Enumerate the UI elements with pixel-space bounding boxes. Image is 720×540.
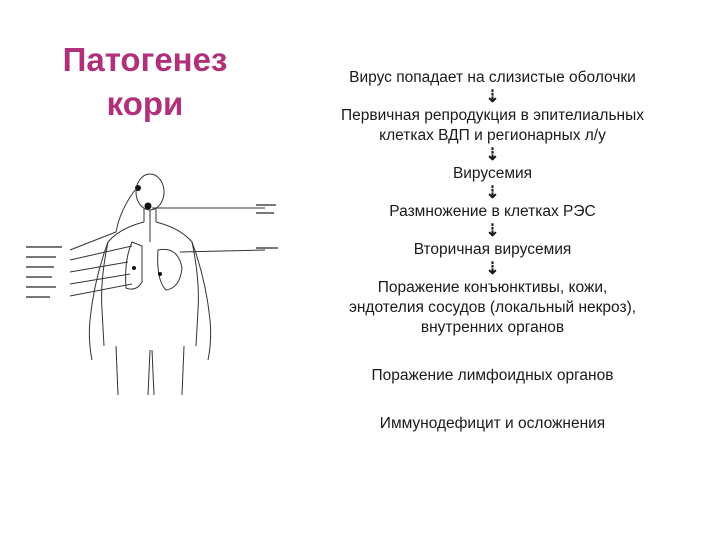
body-legs xyxy=(115,345,185,396)
body-heart xyxy=(157,248,183,291)
leader-line-left-2 xyxy=(69,245,133,261)
leader-line-right-2 xyxy=(179,249,266,253)
down-arrow-icon: ⇣ xyxy=(485,221,500,240)
leader-line-left-4 xyxy=(69,273,131,285)
down-arrow-icon: ⇣ xyxy=(485,259,500,278)
body-left-arm xyxy=(88,241,109,361)
point-mucosa xyxy=(135,185,141,191)
page-title: Патогенез кори xyxy=(40,38,250,126)
step-primary-replication-line1: Первичная репродукция в эпителиальных xyxy=(341,107,644,124)
body-neck xyxy=(143,208,157,222)
step-mucosa-entry: Вирус попадает на слизистые оболочки xyxy=(349,69,636,86)
step-secondary-viremia: Вторичная вирусемия xyxy=(413,241,572,258)
body-right-arm xyxy=(191,241,212,361)
step-lesion-line3: внутренних органов xyxy=(420,319,565,336)
step-immunodeficiency: Иммунодефицит и осложнения xyxy=(379,415,606,432)
body-lung xyxy=(125,241,143,290)
step-viremia: Вирусемия xyxy=(452,165,533,182)
pathogenesis-flowchart: Вирус попадает на слизистые оболочки ⇣ П… xyxy=(290,68,695,434)
down-arrow-icon: ⇣ xyxy=(485,145,500,164)
down-arrow-icon: ⇣ xyxy=(485,87,500,106)
step-lesion-line2: эндотелия сосудов (локальный некроз), xyxy=(348,299,637,316)
step-lesion-line1: Поражение конъюнктивы, кожи, xyxy=(377,279,608,296)
down-arrow-icon: ⇣ xyxy=(485,183,500,202)
title-line-1: Патогенез xyxy=(62,41,228,78)
title-line-2: кори xyxy=(106,85,184,122)
human-body-diagram xyxy=(26,173,278,396)
step-lymphoid-lesion: Поражение лимфоидных органов xyxy=(371,367,614,384)
leader-line-left-3 xyxy=(69,261,129,273)
point-organ xyxy=(158,272,162,276)
point-lymph xyxy=(144,202,152,210)
leader-line-left-1 xyxy=(69,189,136,251)
leader-line-left-5 xyxy=(69,283,133,297)
step-primary-replication-line2: клетках ВДП и регионарных л/у xyxy=(379,127,606,144)
step-res-replication: Размножение в клетках РЭС xyxy=(389,203,596,220)
point-lung xyxy=(132,266,136,270)
tiny-labels xyxy=(26,204,278,298)
